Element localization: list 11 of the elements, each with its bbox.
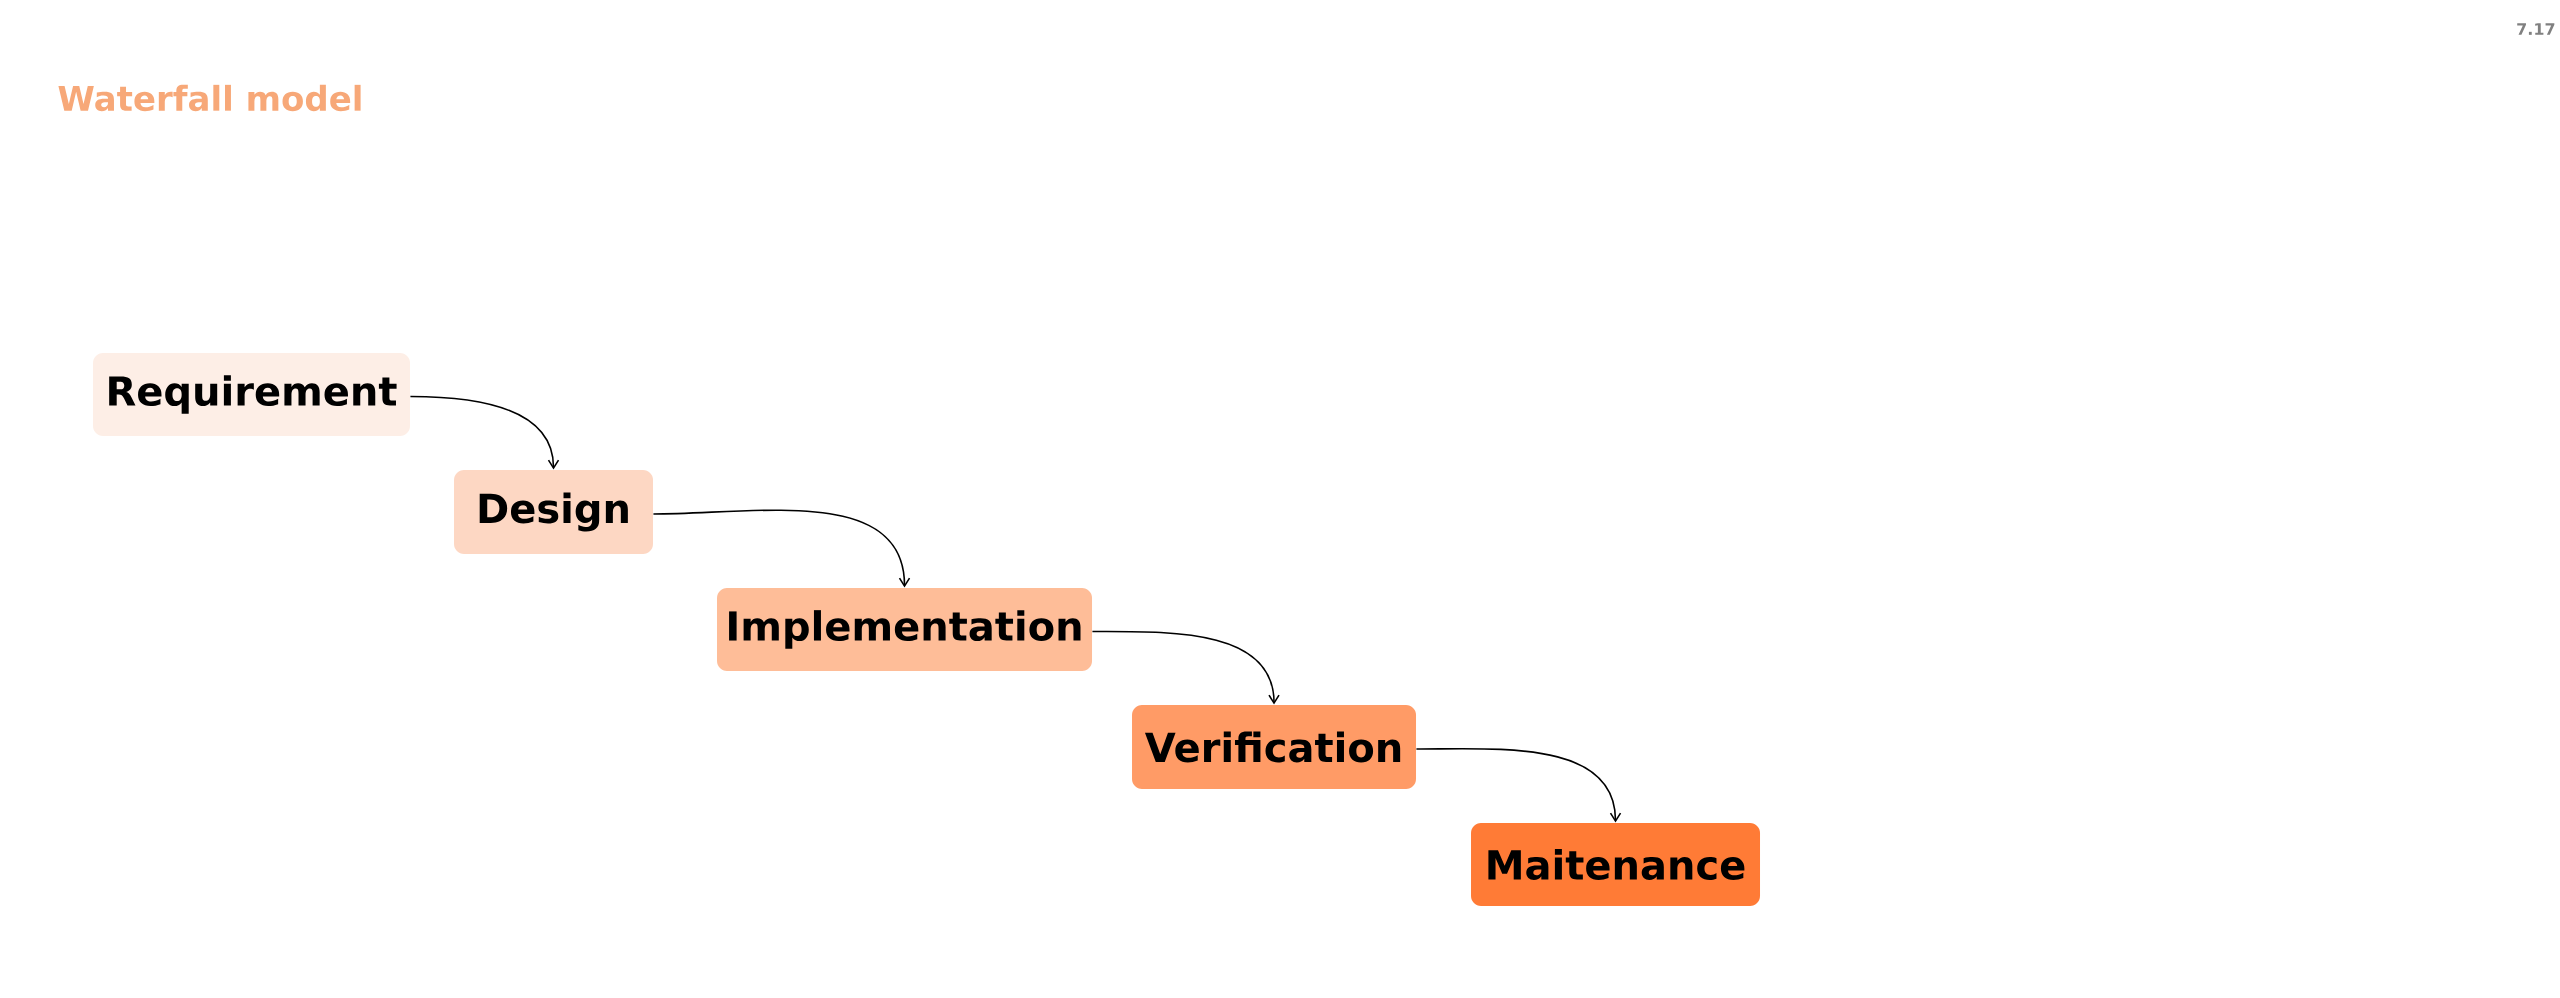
page-number: 7.17	[2517, 23, 2555, 35]
process-box: Verification	[1132, 705, 1416, 789]
arrow	[1415, 747, 1622, 823]
process-box: Maitenance	[1471, 823, 1760, 906]
title: Waterfall model	[58, 84, 361, 112]
arrow	[652, 509, 911, 588]
process-box: Implementation	[717, 588, 1092, 671]
arrow	[409, 395, 560, 470]
process-box: Design	[454, 470, 653, 554]
process-box: Requirement	[93, 353, 410, 436]
arrow	[1091, 630, 1280, 705]
